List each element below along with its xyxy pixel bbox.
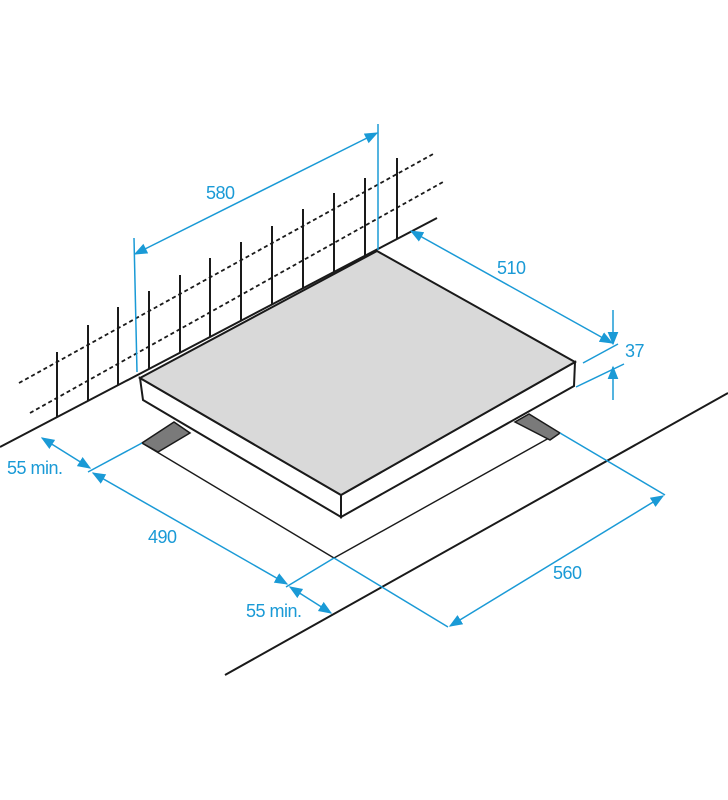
hob-foot-right (513, 413, 562, 441)
hob (137, 249, 578, 519)
dimension-label-510: 510 (497, 258, 526, 278)
dimension-label-55-min-front: 55 min. (246, 601, 302, 621)
dimension-label-55-min-back: 55 min. (7, 458, 63, 478)
dimension-label-37: 37 (625, 341, 645, 361)
dimension-label-560: 560 (553, 563, 582, 583)
hob-top-surface (137, 249, 578, 497)
dimension-clearance-back: 55 min. (7, 437, 143, 478)
cutout-right-edge (333, 432, 559, 559)
dimension-hob-depth: 510 (409, 230, 614, 344)
dimension-hob-height: 37 (575, 310, 645, 400)
wall-base-line (0, 217, 438, 448)
dimension-label-580: 580 (206, 183, 235, 203)
dimension-cutout-width: 560 (333, 432, 666, 628)
dimension-hob-width: 580 (133, 124, 379, 373)
hob-foot-left (140, 421, 192, 453)
dimension-clearance-front: 55 min. (246, 586, 333, 621)
dimension-cutout-depth: 490 (91, 472, 335, 588)
dimension-label-490: 490 (148, 527, 177, 547)
